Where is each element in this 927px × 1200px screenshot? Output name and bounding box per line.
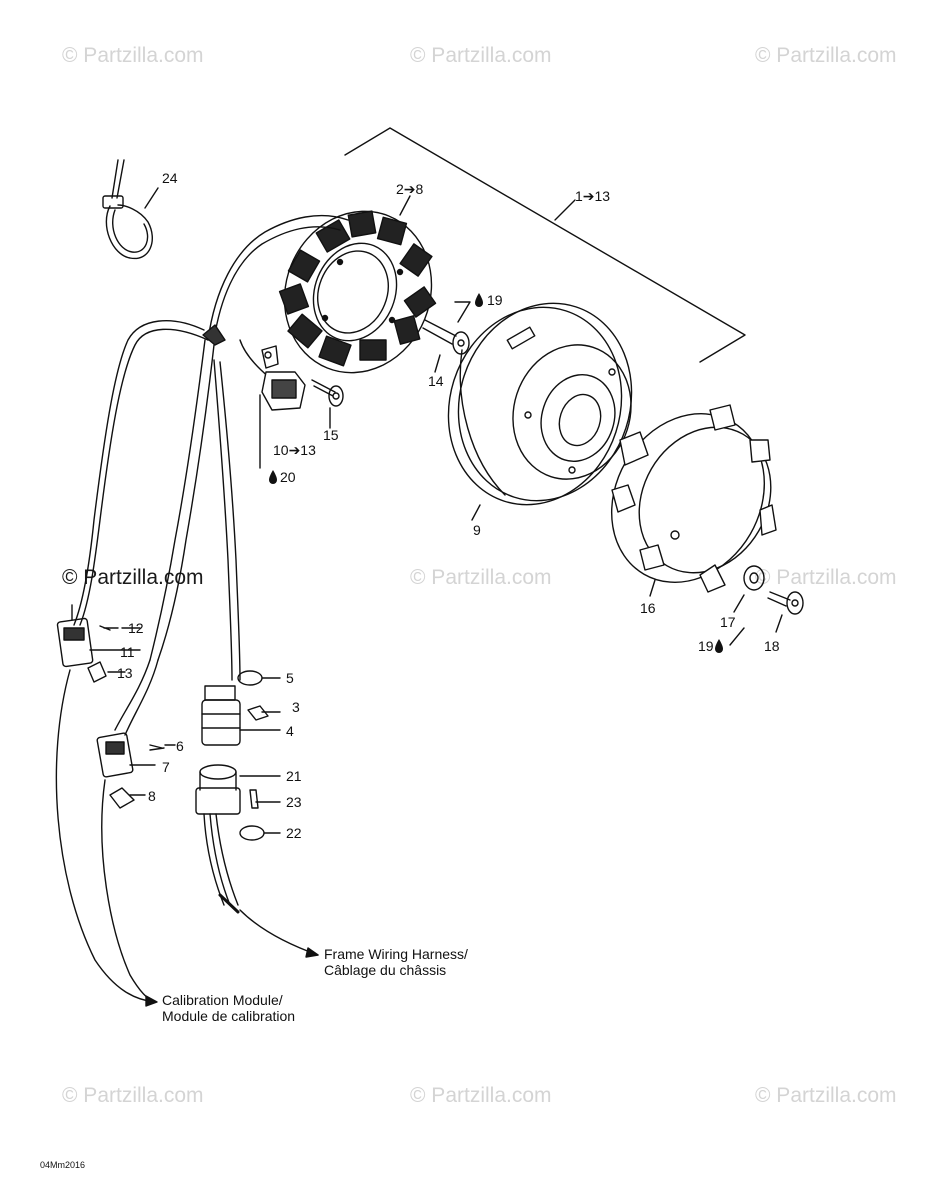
stator [278, 210, 437, 374]
callout-3: 3 [292, 699, 300, 715]
bolt-14 [422, 301, 471, 373]
callout-11: 11 [120, 644, 135, 660]
watermark: © Partzilla.com [755, 1084, 897, 1107]
callout-18: 18 [764, 638, 780, 654]
pulse-sensor [259, 345, 306, 469]
callout-24: 24 [162, 170, 178, 186]
callout-19b: 19 [698, 638, 714, 654]
callout-19a: 19 [487, 292, 503, 308]
calibration-line1: Calibration Module/ [162, 992, 283, 1008]
calibration-line2: Module de calibration [162, 1008, 296, 1024]
callout-6: 6 [176, 738, 184, 754]
flywheel [447, 302, 633, 521]
frame-harness-line2: Câblage du châssis [324, 962, 447, 978]
watermark: © Partzilla.com [62, 1084, 204, 1107]
frame-harness-note: Frame Wiring Harness/ Câblage du châssis [324, 946, 468, 978]
callout-10-13: 10➔13 [273, 442, 316, 458]
diagram-code: 04Mm2016 [40, 1160, 86, 1170]
callout-17: 17 [720, 614, 736, 630]
connector-4 [201, 670, 281, 746]
callout-20: 20 [280, 469, 296, 485]
watermark: © Partzilla.com [755, 44, 897, 67]
callout-9: 9 [473, 522, 481, 538]
group-bracket [344, 127, 746, 363]
callout-14: 14 [428, 373, 444, 389]
callout-15: 15 [323, 427, 339, 443]
connector-11 [56, 604, 141, 683]
connector-7 [96, 732, 176, 809]
callout-23: 23 [286, 794, 302, 810]
watermark: © Partzilla.com [755, 566, 897, 589]
screw-18 [729, 591, 804, 646]
callout-22: 22 [286, 825, 302, 841]
watermark: © Partzilla.com [410, 1084, 552, 1107]
watermark: © Partzilla.com [62, 566, 204, 589]
callout-5: 5 [286, 670, 294, 686]
callout-21: 21 [286, 768, 302, 784]
callout-8: 8 [148, 788, 156, 804]
washer-17 [733, 565, 765, 613]
callout-1-13: 1➔13 [575, 188, 611, 204]
callout-13: 13 [117, 665, 133, 681]
callout-16: 16 [640, 600, 656, 616]
cable-tie [102, 159, 153, 260]
connector-21 [195, 764, 281, 914]
callout-12: 12 [128, 620, 144, 636]
callout-4: 4 [286, 723, 294, 739]
wire-harness [73, 214, 349, 736]
trigger-wheel [610, 404, 777, 597]
callout-7: 7 [162, 759, 170, 775]
screw-15 [311, 379, 344, 429]
watermark: © Partzilla.com [410, 44, 552, 67]
frame-harness-line1: Frame Wiring Harness/ [324, 946, 468, 962]
callout-2-8: 2➔8 [396, 181, 424, 197]
oil-drop-icon [269, 293, 723, 653]
calibration-module-note: Calibration Module/ Module de calibratio… [162, 992, 295, 1024]
leader-lines [55, 187, 576, 1007]
watermark: © Partzilla.com [62, 44, 204, 67]
watermark: © Partzilla.com [410, 566, 552, 589]
